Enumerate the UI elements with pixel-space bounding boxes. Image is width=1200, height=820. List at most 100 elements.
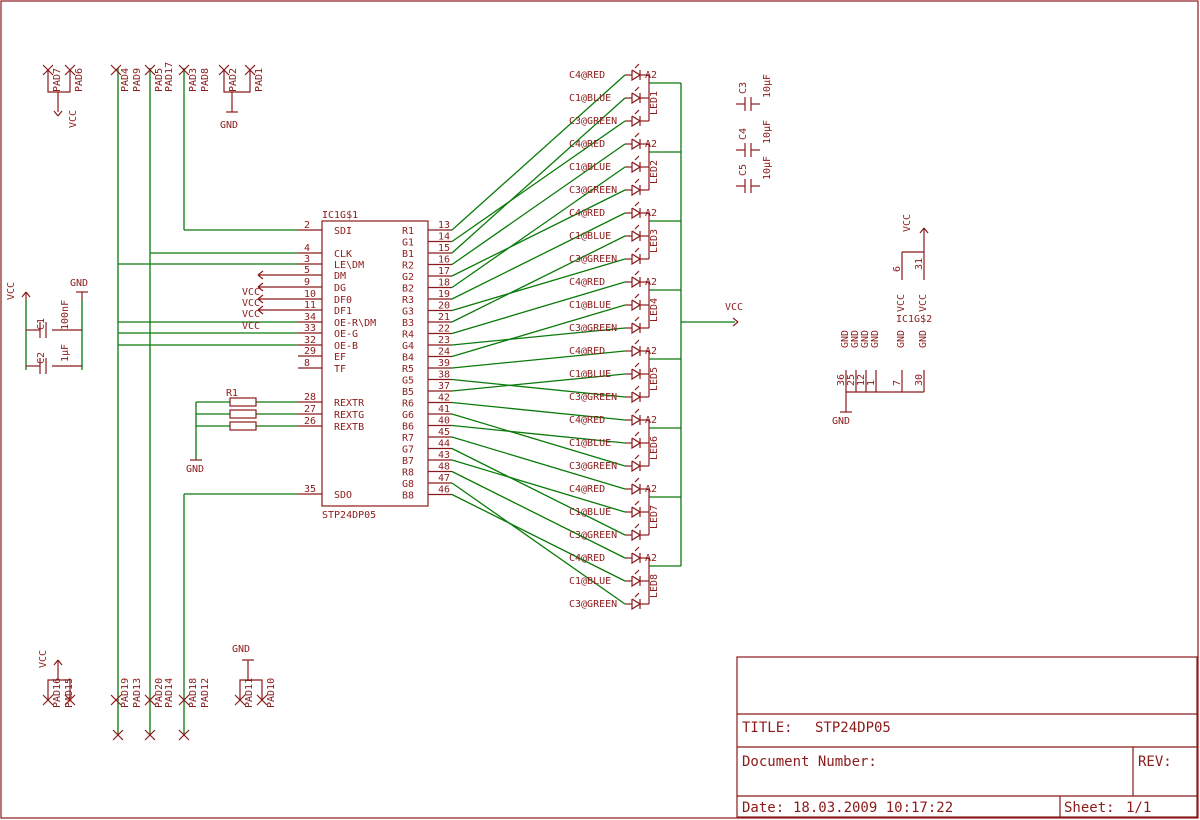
led-name: LED8 [649,574,660,598]
ic-pin-number: 18 [438,278,450,289]
pad-link [239,679,263,700]
ic-pin-label: G8 [402,479,414,490]
ic-pin-number: 34 [304,312,316,323]
led-anode-label: A2 [645,346,657,357]
net-wire [451,143,626,266]
rgb-led-7 [625,477,650,542]
vcc-arrow [257,305,264,315]
vcc-arrow [257,294,264,304]
vcc-label: VCC [902,214,913,232]
ic-pin-number: 19 [438,289,450,300]
net-wire [451,327,626,346]
vcc-arrow [257,270,264,280]
led-name: LED1 [649,91,660,115]
net-wire [451,373,626,392]
ic2-pin-number: 7 [892,380,903,386]
texts: 2SDI4CLK3LE\DM5DM9DG10DF011DF134OE-R\DM3… [6,62,932,708]
pad-label: PAD18 [188,678,199,708]
ic-pin-label: DG [334,283,346,294]
ic-pin-label: G1 [402,238,414,249]
ic-pin-number: 26 [304,416,316,427]
vcc-label: VCC [68,110,79,128]
vcc-label: VCC [38,650,49,668]
ic2-pin-number: 36 [836,374,847,386]
led-pin-label: C4@RED [569,553,605,564]
c4-capacitor [736,143,760,157]
vcc-arrow [257,282,264,292]
vcc-label: VCC [6,282,17,300]
c5-label: C5 [738,164,749,176]
led-pin-label: C1@BLUE [569,300,611,311]
led-pin-label: C3@GREEN [569,530,617,541]
rgb-led-5 [625,339,650,404]
resistor [229,409,257,419]
ic-pin-label: CLK [334,249,352,260]
ic-pin-number: 44 [438,439,450,450]
ic-pin-number: 27 [304,404,316,415]
ic-pin-label: B2 [402,284,414,295]
led-pin-label: C1@BLUE [569,162,611,173]
led-name: LED5 [649,367,660,391]
resistor [229,421,257,431]
net-wire [451,413,626,467]
symbols [21,63,929,741]
net-wire [451,401,626,421]
ic2-name: IC1G$2 [896,314,932,325]
net-wire [451,459,626,513]
pad-label: PAD12 [200,678,211,708]
sheet-label: Sheet: [1064,800,1115,816]
ic-pin-label: REXTB [334,422,364,433]
ic-pin-number: 15 [438,243,450,254]
title-block [736,656,1198,818]
led-pin-label: C1@BLUE [569,438,611,449]
pad-label: PAD10 [266,678,277,708]
ic-pin-label: OE-G [334,329,358,340]
led-pin-label: C3@GREEN [569,599,617,610]
ic-pin-number: 21 [438,312,450,323]
ic2-pin-label: GND [850,330,861,348]
ic-pin-label: R1 [402,226,414,237]
ic-pin-label: R8 [402,468,414,479]
net-wire [451,235,626,323]
ic-pin-label: R5 [402,364,414,375]
led-anode-label: A2 [645,277,657,288]
ic-pin-label: B7 [402,456,414,467]
ic-pin-number: 39 [438,358,450,369]
net-wire [451,258,626,312]
ic-pin-number: 4 [304,243,310,254]
led-anode-label: A2 [645,553,657,564]
ic-pin-number: 29 [304,346,316,357]
gnd-label: GND [70,278,88,289]
net-wire [451,482,626,605]
rgb-led-2 [625,132,650,197]
ic-pin-label: R7 [402,433,414,444]
vcc-arrow [732,317,739,327]
ic2-pin-label: GND [896,330,907,348]
net-wire [451,447,626,536]
pad-label: PAD4 [120,68,131,92]
ic-pin-label: G7 [402,445,414,456]
ic-pin-number: 35 [304,484,316,495]
pad-x-mark [110,694,122,706]
gnd-label: GND [832,416,850,427]
led-pin-label: C3@GREEN [569,323,617,334]
ic-name: IC1G$1 [322,210,358,221]
ic-pin-label: R4 [402,330,414,341]
led-pin-label: C1@BLUE [569,231,611,242]
ic-body [321,220,429,507]
net-wire [451,304,626,358]
rev-label: REV: [1138,754,1172,770]
led-pin-label: C3@GREEN [569,254,617,265]
ic-pin-label: B4 [402,353,414,364]
pad-link [47,70,71,93]
c3-capacitor [736,97,760,111]
gnd-label: GND [232,644,250,655]
ic-pin-number: 17 [438,266,450,277]
ic-pin-number: 2 [304,220,310,231]
ic-pin-label: REXTR [334,398,365,409]
net-wire [451,436,626,490]
pad-link [223,70,251,93]
c1-label: C1 [36,318,47,330]
ic-pin-label: DF0 [334,295,352,306]
